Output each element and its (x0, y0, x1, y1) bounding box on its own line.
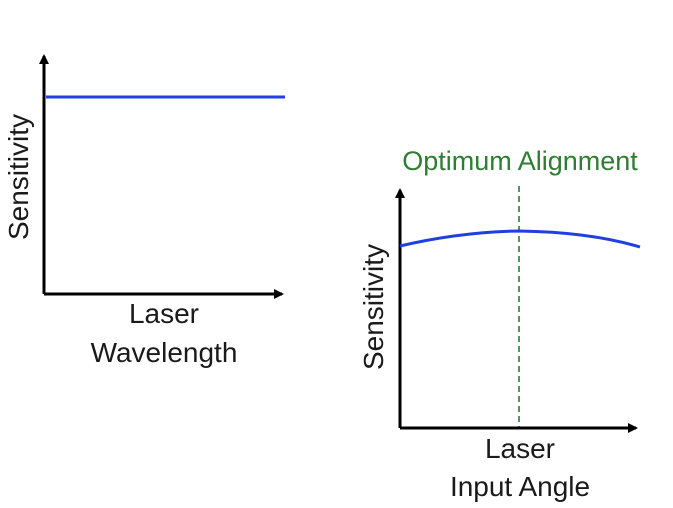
right-y-axis-label: Sensitivity (358, 244, 389, 370)
left-plot: Sensitivity Laser Wavelength (3, 54, 285, 368)
right-x-axis-label-line1: Laser (485, 433, 555, 464)
optimum-alignment-annotation: Optimum Alignment (402, 146, 638, 176)
left-y-axis-label: Sensitivity (3, 114, 34, 240)
left-x-axis-label-line2: Wavelength (91, 337, 238, 368)
right-sensitivity-curve (399, 229, 641, 249)
left-x-axis-label-line1: Laser (129, 298, 199, 329)
right-plot: Optimum Alignment Sensitivity Laser Inpu… (358, 146, 641, 502)
right-x-axis-label-line2: Input Angle (450, 471, 590, 502)
